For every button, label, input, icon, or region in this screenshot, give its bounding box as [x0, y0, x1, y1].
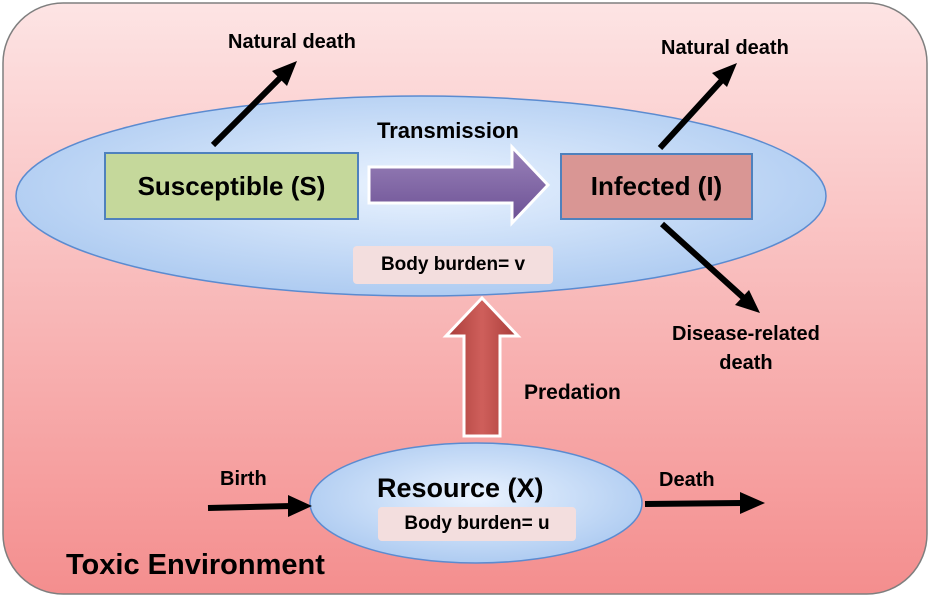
disease-death-line1: Disease-related	[672, 323, 820, 345]
host-body-burden-tag: Body burden= v	[353, 246, 553, 284]
infected-node: Infected (I)	[560, 153, 753, 220]
resource-death-label: Death	[659, 469, 715, 491]
host-body-burden-label: Body burden= v	[380, 254, 526, 275]
transmission-arrow	[367, 143, 551, 227]
natural-death-label-i: Natural death	[661, 37, 789, 59]
resource-label: Resource (X)	[377, 473, 544, 503]
susceptible-label: Susceptible (S)	[137, 170, 326, 201]
transmission-label: Transmission	[377, 118, 519, 143]
birth-label: Birth	[220, 468, 267, 490]
birth-arrow	[207, 495, 312, 517]
resource-body-burden-label: Body burden= u	[404, 513, 550, 534]
predation-label: Predation	[524, 381, 621, 404]
susceptible-node: Susceptible (S)	[104, 152, 359, 220]
environment-label: Toxic Environment	[66, 549, 325, 581]
disease-death-arrow	[659, 221, 760, 313]
natural-death-arrow-s	[210, 61, 297, 148]
natural-death-label-s: Natural death	[228, 31, 356, 53]
disease-death-label: Disease-related death	[672, 320, 820, 378]
infected-label: Infected (I)	[590, 171, 723, 201]
predation-arrow	[442, 295, 522, 438]
resource-body-burden-tag: Body burden= u	[378, 507, 576, 541]
disease-death-line2: death	[719, 352, 773, 374]
resource-death-arrow	[644, 492, 765, 514]
natural-death-arrow-i	[657, 63, 737, 151]
